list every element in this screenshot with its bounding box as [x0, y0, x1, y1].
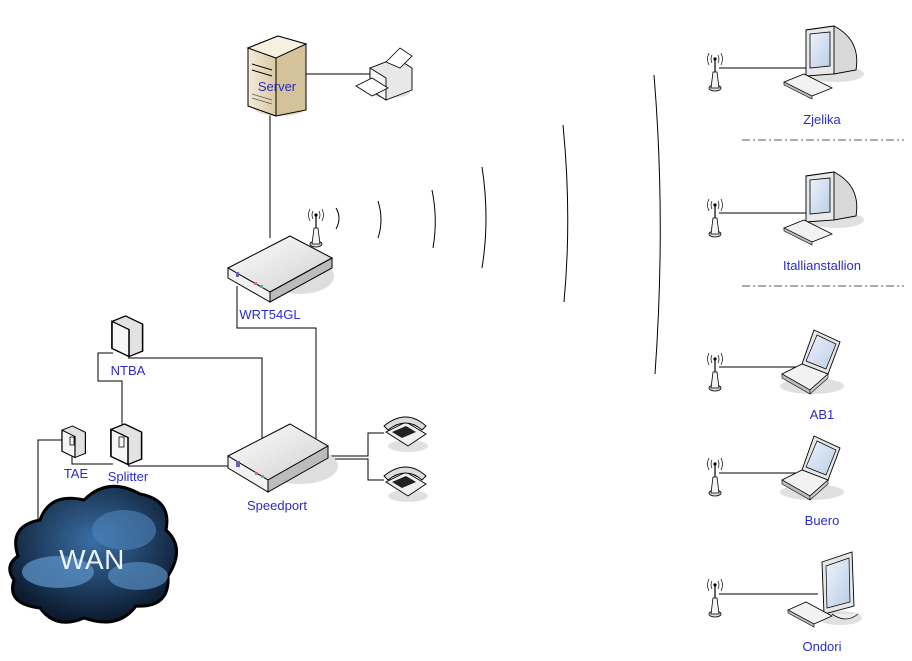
- client-buero[interactable]: [706, 435, 845, 501]
- tae-label: TAE: [63, 466, 89, 481]
- wan-label: WAN: [59, 544, 125, 575]
- crt-desktop-icon: [783, 171, 865, 246]
- client-ondori[interactable]: [706, 551, 863, 628]
- link-speedport-phone1: [328, 432, 384, 457]
- laptop-icon: [779, 329, 845, 395]
- dsl-modem-icon[interactable]: [226, 423, 338, 493]
- client-itallianstallion[interactable]: [706, 171, 865, 246]
- splitter-label: Splitter: [107, 469, 149, 484]
- link-speedport-phone2: [328, 458, 384, 481]
- splitter-port: [118, 436, 125, 448]
- client-label-ab1: AB1: [809, 407, 835, 422]
- server-label: Server: [257, 79, 297, 94]
- tae-port: [69, 436, 75, 446]
- client-antenna-icon: [706, 198, 724, 238]
- lcd-desktop-icon: [787, 551, 863, 628]
- server-tower-icon[interactable]: [246, 35, 308, 117]
- telephone-icon-2[interactable]: [383, 466, 429, 503]
- client-antenna-icon: [706, 52, 724, 92]
- client-label-itallianstallion: Itallianstallion: [782, 258, 862, 273]
- link-ntba-speedport: [128, 357, 263, 440]
- telephone-icon-1[interactable]: [383, 416, 429, 453]
- wan-cloud-icon[interactable]: [8, 484, 178, 624]
- client-label-buero: Buero: [804, 513, 840, 528]
- speedport-label: Speedport: [247, 498, 307, 513]
- router-antenna-icon: [307, 208, 325, 248]
- link-ntba-splitter: [97, 352, 123, 440]
- ntba-box-icon[interactable]: [111, 315, 144, 358]
- client-antenna-icon: [706, 352, 724, 392]
- client-ab1[interactable]: [706, 329, 845, 395]
- ntba-label: NTBA: [110, 363, 146, 378]
- client-antenna-icon: [706, 457, 724, 497]
- wireless-router-icon[interactable]: [226, 235, 334, 303]
- link-router-speedport: [236, 286, 317, 442]
- laptop-icon: [779, 435, 845, 501]
- client-label-ondori: Ondori: [802, 639, 842, 654]
- crt-desktop-icon: [783, 25, 865, 100]
- wireless-signal-waves: [335, 74, 661, 375]
- client-zjelika[interactable]: [706, 25, 865, 100]
- printer-icon[interactable]: [355, 47, 413, 101]
- client-antenna-icon: [706, 578, 724, 618]
- client-label-zjelika: Zjelika: [803, 112, 841, 127]
- link-tae-wan: [37, 439, 64, 530]
- splitter-box-icon[interactable]: [110, 423, 143, 466]
- router-label: WRT54GL: [239, 307, 301, 322]
